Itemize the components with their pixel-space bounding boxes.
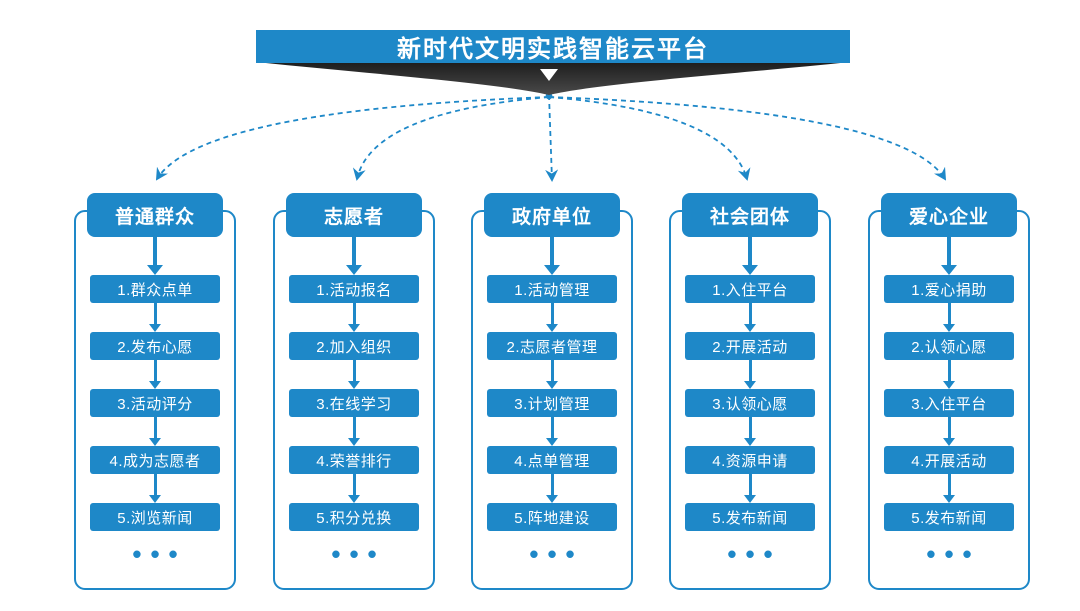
- down-arrow-icon: [744, 303, 756, 332]
- platform-title-banner: 新时代文明实践智能云平台: [256, 30, 850, 63]
- down-arrow-icon: [546, 360, 558, 389]
- down-arrow-icon: [149, 360, 161, 389]
- ellipsis-dots: •••: [529, 539, 584, 569]
- down-arrow-icon: [546, 417, 558, 446]
- column-header: 普通群众: [87, 193, 223, 237]
- ellipsis-dots: •••: [331, 539, 386, 569]
- down-arrow-icon: [744, 360, 756, 389]
- step-box: 2.加入组织: [289, 332, 419, 360]
- step-box: 5.发布新闻: [685, 503, 815, 531]
- step-box: 1.活动报名: [289, 275, 419, 303]
- column-government-units: 政府单位 1.活动管理 2.志愿者管理 3.计划管理 4.点单管理 5.阵地建设…: [470, 193, 634, 590]
- down-arrow-icon: [744, 417, 756, 446]
- step-box: 5.浏览新闻: [90, 503, 220, 531]
- step-box: 2.开展活动: [685, 332, 815, 360]
- step-box: 3.计划管理: [487, 389, 617, 417]
- down-arrow-icon: [943, 303, 955, 332]
- down-arrow-icon: [943, 360, 955, 389]
- step-box: 4.成为志愿者: [90, 446, 220, 474]
- down-arrow-icon: [348, 303, 360, 332]
- down-arrow-icon: [147, 237, 163, 275]
- down-arrow-icon: [540, 69, 558, 81]
- down-arrow-icon: [348, 417, 360, 446]
- column-volunteers: 志愿者 1.活动报名 2.加入组织 3.在线学习 4.荣誉排行 5.积分兑换 •…: [272, 193, 436, 590]
- step-box: 2.志愿者管理: [487, 332, 617, 360]
- down-arrow-icon: [943, 417, 955, 446]
- ellipsis-dots: •••: [926, 539, 981, 569]
- down-arrow-icon: [941, 237, 957, 275]
- down-arrow-icon: [546, 303, 558, 332]
- down-arrow-icon: [544, 237, 560, 275]
- ellipsis-dots: •••: [132, 539, 187, 569]
- step-box: 5.阵地建设: [487, 503, 617, 531]
- step-box: 4.资源申请: [685, 446, 815, 474]
- step-box: 2.认领心愿: [884, 332, 1014, 360]
- step-box: 3.活动评分: [90, 389, 220, 417]
- down-arrow-icon: [943, 474, 955, 503]
- step-box: 4.点单管理: [487, 446, 617, 474]
- down-arrow-icon: [149, 417, 161, 446]
- step-box: 1.群众点单: [90, 275, 220, 303]
- step-box: 5.积分兑换: [289, 503, 419, 531]
- column-header: 爱心企业: [881, 193, 1017, 237]
- step-box: 5.发布新闻: [884, 503, 1014, 531]
- column-header: 志愿者: [286, 193, 422, 237]
- step-box: 3.在线学习: [289, 389, 419, 417]
- column-header: 社会团体: [682, 193, 818, 237]
- column-social-groups: 社会团体 1.入住平台 2.开展活动 3.认领心愿 4.资源申请 5.发布新闻 …: [668, 193, 832, 590]
- step-box: 2.发布心愿: [90, 332, 220, 360]
- step-box: 3.认领心愿: [685, 389, 815, 417]
- step-box: 4.荣誉排行: [289, 446, 419, 474]
- down-arrow-icon: [348, 474, 360, 503]
- step-box: 4.开展活动: [884, 446, 1014, 474]
- step-box: 1.入住平台: [685, 275, 815, 303]
- column-header: 政府单位: [484, 193, 620, 237]
- column-general-public: 普通群众 1.群众点单 2.发布心愿 3.活动评分 4.成为志愿者 5.浏览新闻…: [73, 193, 237, 590]
- step-box: 1.爱心捐助: [884, 275, 1014, 303]
- down-arrow-icon: [149, 474, 161, 503]
- down-arrow-icon: [742, 237, 758, 275]
- step-box: 3.入住平台: [884, 389, 1014, 417]
- down-arrow-icon: [348, 360, 360, 389]
- column-charity-enterprises: 爱心企业 1.爱心捐助 2.认领心愿 3.入住平台 4.开展活动 5.发布新闻 …: [867, 193, 1031, 590]
- down-arrow-icon: [546, 474, 558, 503]
- step-box: 1.活动管理: [487, 275, 617, 303]
- down-arrow-icon: [149, 303, 161, 332]
- ellipsis-dots: •••: [727, 539, 782, 569]
- down-arrow-icon: [346, 237, 362, 275]
- down-arrow-icon: [744, 474, 756, 503]
